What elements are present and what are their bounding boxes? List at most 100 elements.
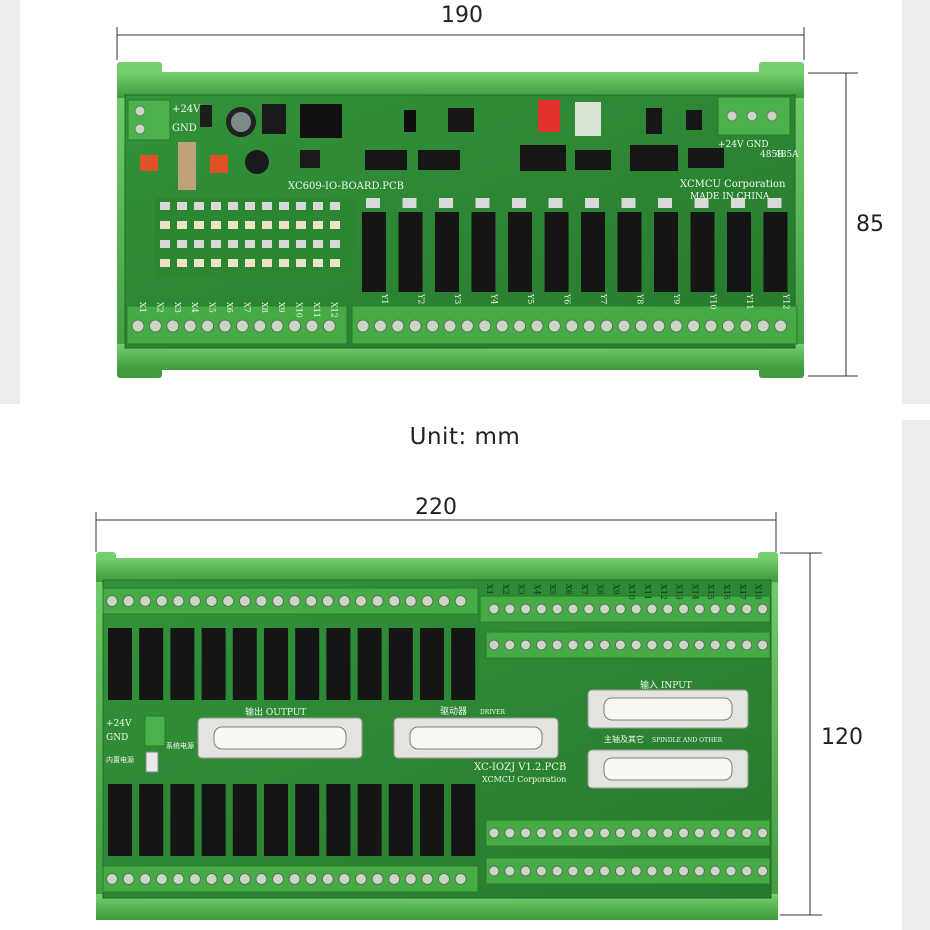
relay <box>139 628 164 700</box>
input-label: X15 <box>706 584 715 600</box>
terminal-screw <box>321 873 334 885</box>
terminal-screw <box>583 827 595 839</box>
db25-output-connector <box>197 717 363 759</box>
top-terminal-screws <box>131 319 788 333</box>
relay-led <box>585 198 599 208</box>
terminal-screw <box>599 865 611 877</box>
terminal-screw <box>725 827 737 839</box>
input-label: X2 <box>501 584 510 595</box>
terminal-screw <box>662 603 674 615</box>
output-label: Y8 <box>636 293 645 304</box>
terminal-screw <box>172 873 185 885</box>
input-label: X7 <box>580 584 589 595</box>
smd-part <box>245 202 255 210</box>
input-label: X6 <box>225 302 234 313</box>
smd-part <box>177 240 187 248</box>
terminal-screw <box>614 865 626 877</box>
relay <box>435 212 459 292</box>
terminal-screw <box>547 319 561 333</box>
terminal-screw <box>551 827 563 839</box>
terminal-screw <box>322 319 336 333</box>
smd-part <box>262 240 272 248</box>
input-label: X11 <box>643 584 652 600</box>
smd-part <box>194 202 204 210</box>
top-485b: 485B <box>760 150 784 160</box>
relay <box>170 628 195 700</box>
terminal-screw <box>600 319 614 333</box>
terminal-screw <box>391 319 405 333</box>
terminal-screw <box>630 827 642 839</box>
top-height-label: 85 <box>856 212 884 237</box>
terminal-screw <box>757 603 769 615</box>
terminal-screw <box>504 827 516 839</box>
terminal-screw <box>438 873 450 885</box>
spindle-label: 主轴及其它 <box>604 734 644 744</box>
terminal-screw <box>139 873 152 885</box>
terminal-screw <box>504 639 516 651</box>
bottom-system-label: 系统电源 <box>166 741 194 750</box>
input-label: X2 <box>155 302 164 313</box>
terminal-screw <box>255 873 268 885</box>
smd-part <box>296 240 306 248</box>
relay <box>170 784 195 856</box>
relay-led <box>475 198 490 208</box>
smd-part <box>330 221 340 229</box>
terminal-screw <box>693 865 705 877</box>
terminal-screw <box>255 595 268 607</box>
output-connector-label: 输出 OUTPUT <box>245 706 306 718</box>
terminal-screw <box>371 595 384 607</box>
terminal-screw <box>535 865 547 877</box>
smd-part <box>279 240 289 248</box>
terminal-screw <box>583 865 595 877</box>
terminal-screw <box>404 873 417 885</box>
db25-spindle-connector <box>587 749 749 789</box>
relay <box>471 212 496 292</box>
terminal-screw <box>614 603 626 615</box>
relay <box>295 784 320 856</box>
smd-part <box>279 221 289 229</box>
bottom-width-label: 220 <box>415 495 457 520</box>
smd-part <box>228 202 238 210</box>
relay <box>232 784 257 856</box>
terminal-screw <box>504 865 516 877</box>
terminal-screw <box>355 873 367 885</box>
input-label: X9 <box>277 302 286 313</box>
relay <box>139 784 164 856</box>
smd-part <box>228 240 238 248</box>
terminal-screw <box>599 603 611 615</box>
terminal-screw <box>371 873 384 885</box>
terminal-screw <box>205 873 218 885</box>
terminal-screw <box>373 319 387 333</box>
smd-part <box>262 202 272 210</box>
terminal-screw <box>551 603 563 615</box>
terminal-screw <box>454 595 467 607</box>
terminal-screw <box>599 827 611 839</box>
top-brand: XCMCU Corporation <box>680 179 786 190</box>
terminal-screw <box>520 603 532 615</box>
terminal-screw <box>495 319 509 333</box>
relay <box>264 784 288 856</box>
top-485-power: +24V GND <box>718 140 769 150</box>
terminal-screw <box>530 319 544 333</box>
terminal-screw <box>122 595 135 607</box>
relay <box>295 628 320 700</box>
terminal-screw <box>630 865 642 877</box>
terminal-screw <box>757 865 769 877</box>
relay-led <box>621 198 636 208</box>
terminal-screw <box>488 865 500 877</box>
smd-part <box>177 221 187 229</box>
relay <box>508 212 532 292</box>
input-label: X3 <box>517 584 526 595</box>
smd-part <box>194 221 204 229</box>
input-label: X10 <box>295 302 304 318</box>
terminal-screw <box>634 319 648 333</box>
smd-part <box>330 202 340 210</box>
smd-part <box>330 240 340 248</box>
terminal-screw <box>741 603 753 615</box>
terminal-screw <box>106 595 118 607</box>
bottom-power-label: +24V <box>106 719 132 729</box>
terminal-screw <box>288 319 302 333</box>
terminal-screw <box>551 639 563 651</box>
relay <box>420 628 444 700</box>
